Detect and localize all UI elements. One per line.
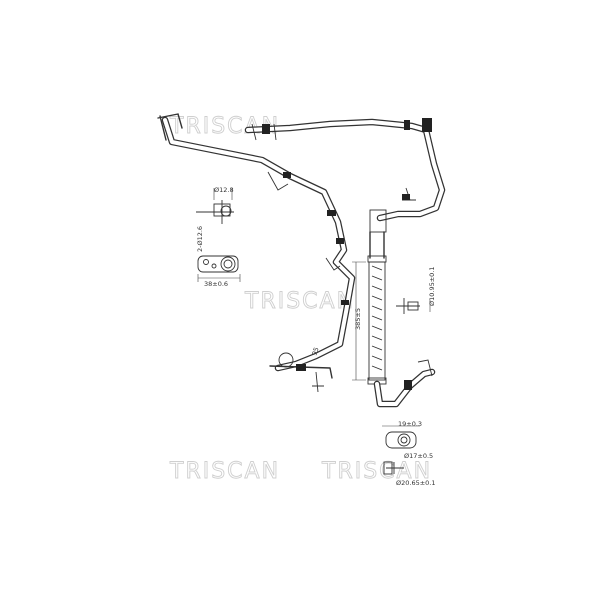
flexible-hose: 385±5 xyxy=(352,231,436,408)
pipe-clamp xyxy=(404,120,410,130)
pipe-clamp xyxy=(327,210,336,216)
fitting xyxy=(262,124,270,134)
pipe-clamp xyxy=(283,172,291,178)
dim-label-d4: Ø10.95±0.1 xyxy=(428,266,436,306)
flange-plate xyxy=(197,255,239,273)
detail-view-left: Ø12.8 38±0.6 2-Ø12.6 xyxy=(196,186,241,288)
pipe-clamp xyxy=(404,380,412,390)
pipe-clamp xyxy=(336,238,344,244)
upper-pipe-assembly xyxy=(244,118,446,233)
fitting xyxy=(296,364,306,371)
pipe-clamp xyxy=(402,194,410,200)
dim-label-d8: Ø20.65±0.1 xyxy=(396,479,436,487)
fitting-block xyxy=(369,209,387,233)
flange-plate xyxy=(385,431,417,449)
dim-label-d3: 38±0.6 xyxy=(204,280,228,288)
pipe-clamp xyxy=(341,300,349,305)
hose-body xyxy=(368,261,386,381)
dim-label-d5: 385±5 xyxy=(354,308,362,330)
watermark-middle: TRISCAN xyxy=(244,289,355,314)
dim-label-d2: 2-Ø12.6 xyxy=(196,226,204,252)
watermark-bottom-right: TRISCAN xyxy=(321,459,432,484)
dim-label-d6: 19±0.3 xyxy=(398,420,422,428)
fitting xyxy=(422,118,432,132)
dim-label-d9: 95 xyxy=(310,346,320,357)
detail-view-bottom: 19±0.3 Ø17±0.5 Ø20.65±0.1 xyxy=(382,420,436,487)
watermark-bottom-left: TRISCAN xyxy=(169,459,280,484)
left-pipe-assembly: 95 xyxy=(157,113,356,393)
dim-label-d7: Ø17±0.5 xyxy=(404,452,433,460)
dim-label-d1: Ø12.8 xyxy=(214,186,234,194)
detail-view-right: Ø10.95±0.1 xyxy=(396,266,436,314)
